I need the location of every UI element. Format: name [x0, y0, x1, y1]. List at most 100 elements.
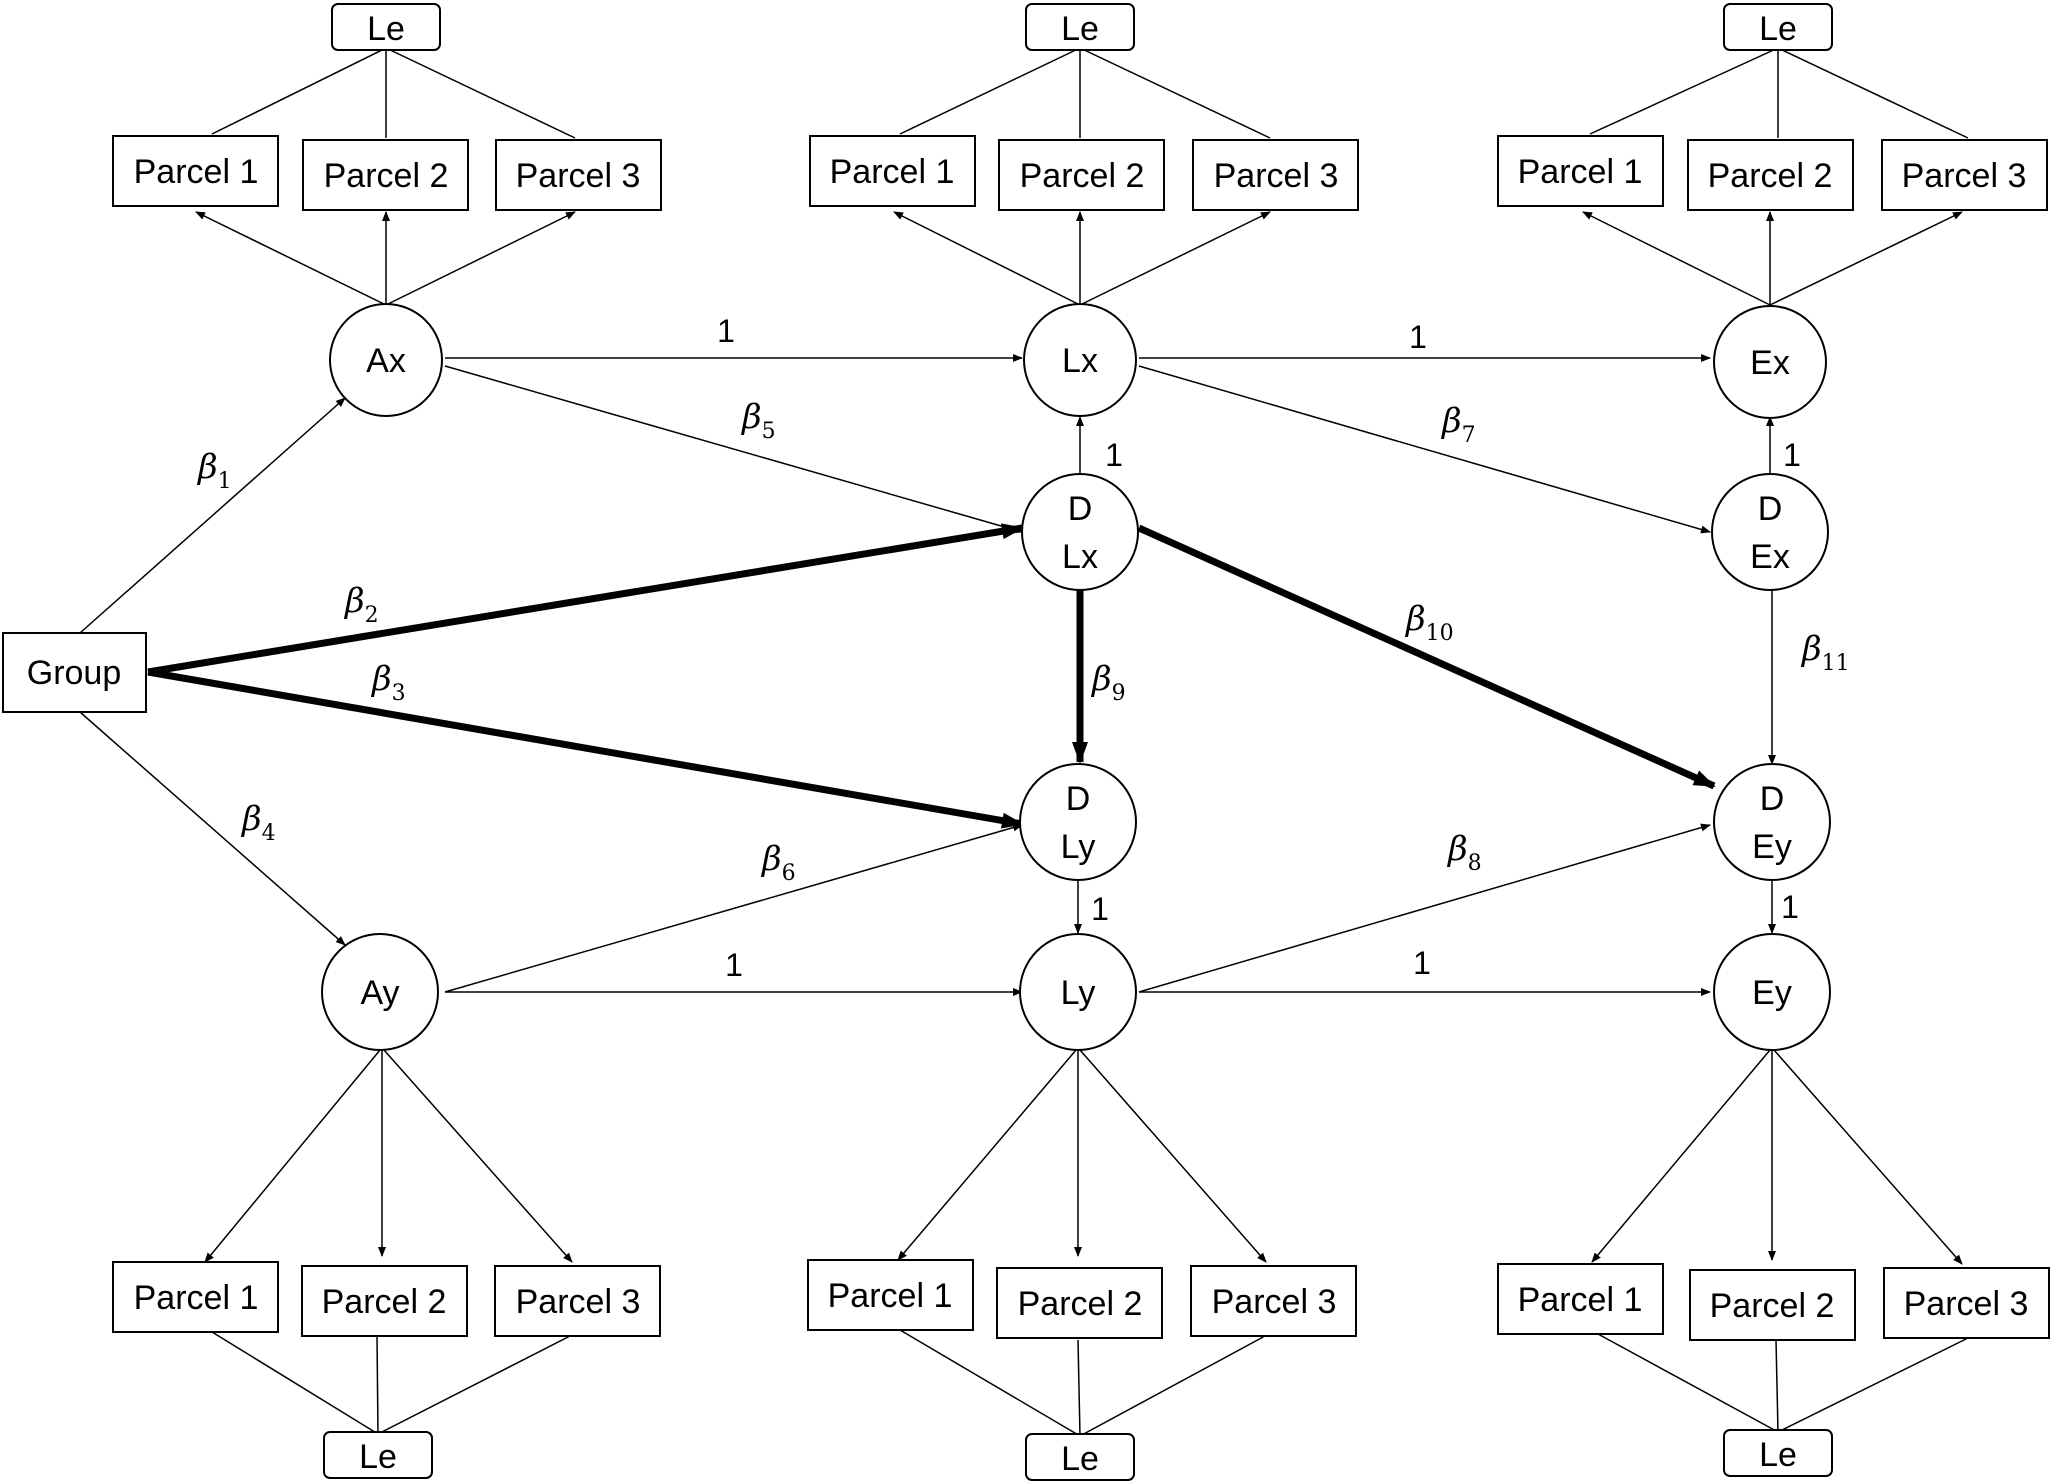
label-beta-3: β3 [370, 659, 406, 706]
svg-text:Parcel 2: Parcel 2 [1020, 157, 1145, 195]
node-group: Group [2, 632, 147, 713]
parcel-box-ax-3: Parcel 3 [495, 139, 662, 211]
svg-text:Parcel 2: Parcel 2 [324, 157, 449, 195]
edge-ey-parcel1 [1591, 1049, 1771, 1263]
label-fixed-dly-ly: 1 [1091, 891, 1109, 927]
svg-text:Ay: Ay [360, 974, 399, 1012]
edge-ay-parcel3 [383, 1049, 573, 1263]
label-fixed-lx-ex: 1 [1409, 319, 1427, 355]
label-beta-4: β4 [240, 799, 276, 846]
le-label: Le [1759, 10, 1797, 48]
node-d-ey: D Ey [1713, 763, 1831, 881]
le-box-top-lx: Le [1025, 3, 1135, 51]
edge-ay-dly [444, 823, 1023, 993]
svg-text:Parcel 3: Parcel 3 [1904, 1285, 2029, 1323]
edge-lx-dex [1138, 365, 1711, 534]
parcel-box-ey-1: Parcel 1 [1497, 1263, 1664, 1335]
edge-le-ex-parcel3 [1777, 47, 1969, 139]
edge-le-ey-parcel2 [1775, 1339, 1779, 1433]
le-label: Le [1061, 1440, 1099, 1478]
node-d-ly: D Ly [1019, 763, 1137, 881]
le-box-bottom-ly: Le [1025, 1433, 1135, 1481]
parcel-box-ly-1: Parcel 1 [807, 1259, 974, 1331]
label-fixed-ly-ey: 1 [1413, 945, 1431, 981]
svg-text:D: D [1068, 490, 1093, 528]
edge-ax-parcel1 [195, 211, 387, 306]
le-label: Le [1759, 1436, 1797, 1474]
node-ly: Ly [1019, 933, 1137, 1051]
edge-ly-dey [1138, 823, 1711, 993]
parcel-box-ax-1: Parcel 1 [112, 135, 279, 207]
edge-group-dly [147, 668, 1024, 829]
node-ey: Ey [1713, 933, 1831, 1051]
edge-le-lx-parcel1 [899, 47, 1081, 135]
le-label: Le [1061, 10, 1099, 48]
le-box-top-ex: Le [1723, 3, 1833, 51]
parcel-box-lx-3: Parcel 3 [1192, 139, 1359, 211]
node-ex: Ex [1713, 305, 1827, 419]
edge-lx-parcel1 [893, 211, 1081, 306]
label-fixed-ax-lx: 1 [717, 313, 735, 349]
parcel-box-ay-1: Parcel 1 [112, 1261, 279, 1333]
svg-text:D: D [1758, 490, 1783, 528]
edge-le-lx-parcel3 [1079, 47, 1271, 139]
edge-le-ay-parcel1 [211, 1331, 379, 1435]
label-beta-2: β2 [343, 581, 379, 628]
label-fixed-dey-ey: 1 [1781, 889, 1799, 925]
label-beta-7: β7 [1440, 401, 1476, 448]
svg-text:Parcel 2: Parcel 2 [1018, 1285, 1143, 1323]
edge-ax-parcel3 [385, 211, 576, 306]
svg-text:Ey: Ey [1752, 828, 1792, 866]
edge-dlx-dey [1137, 524, 1716, 790]
svg-text:Ly: Ly [1061, 974, 1096, 1012]
parcel-box-ly-2: Parcel 2 [996, 1267, 1163, 1339]
edge-ax-dlx [444, 365, 1023, 534]
svg-text:D: D [1066, 780, 1091, 818]
svg-text:Parcel 3: Parcel 3 [516, 1283, 641, 1321]
le-box-top-ax: Le [331, 3, 441, 51]
svg-text:Parcel 2: Parcel 2 [1710, 1287, 1835, 1325]
parcel-box-ey-3: Parcel 3 [1883, 1267, 2050, 1339]
svg-text:Parcel 1: Parcel 1 [134, 153, 259, 191]
svg-text:Ly: Ly [1061, 828, 1096, 866]
svg-text:Ex: Ex [1750, 344, 1790, 382]
parcel-box-ex-1: Parcel 1 [1497, 135, 1664, 207]
label-fixed-dlx-lx: 1 [1105, 437, 1123, 473]
svg-text:Parcel 3: Parcel 3 [1212, 1283, 1337, 1321]
edge-lx-parcel3 [1079, 211, 1271, 306]
le-label: Le [359, 1438, 397, 1476]
edge-ey-parcel3 [1773, 1049, 1963, 1265]
edge-group-ay [79, 711, 346, 946]
svg-text:Parcel 2: Parcel 2 [1708, 157, 1833, 195]
node-ax: Ax [329, 303, 443, 417]
label-beta-10: β10 [1404, 599, 1454, 646]
edge-le-ly-parcel3 [1079, 1335, 1266, 1437]
svg-text:Parcel 3: Parcel 3 [1214, 157, 1339, 195]
edge-ex-parcel1 [1582, 211, 1771, 306]
le-box-bottom-ey: Le [1723, 1429, 1833, 1477]
label-beta-1: β1 [196, 447, 232, 494]
edge-le-ey-parcel3 [1777, 1337, 1969, 1433]
label-beta-9: β9 [1090, 659, 1126, 706]
label-beta-6: β6 [760, 839, 796, 886]
svg-text:Ex: Ex [1750, 538, 1790, 576]
node-lx: Lx [1023, 303, 1137, 417]
svg-text:Parcel 1: Parcel 1 [828, 1277, 953, 1315]
svg-text:Parcel 1: Parcel 1 [830, 153, 955, 191]
edge-group-ax [79, 397, 346, 634]
parcel-box-ey-2: Parcel 2 [1689, 1269, 1856, 1341]
label-fixed-ay-ly: 1 [725, 947, 743, 983]
edge-ly-parcel3 [1079, 1049, 1267, 1263]
parcel-box-lx-2: Parcel 2 [998, 139, 1165, 211]
edge-group-dlx [147, 523, 1024, 676]
edge-le-ay-parcel2 [376, 1335, 379, 1435]
label-beta-5: β5 [740, 397, 776, 444]
node-ay: Ay [321, 933, 439, 1051]
label-fixed-dex-ex: 1 [1783, 437, 1801, 473]
svg-text:Ey: Ey [1752, 974, 1792, 1012]
svg-text:Ax: Ax [366, 342, 406, 380]
parcel-box-ly-3: Parcel 3 [1190, 1265, 1357, 1337]
parcel-box-ay-2: Parcel 2 [301, 1265, 468, 1337]
parcel-box-ex-2: Parcel 2 [1687, 139, 1854, 211]
svg-text:Parcel 3: Parcel 3 [1902, 157, 2027, 195]
